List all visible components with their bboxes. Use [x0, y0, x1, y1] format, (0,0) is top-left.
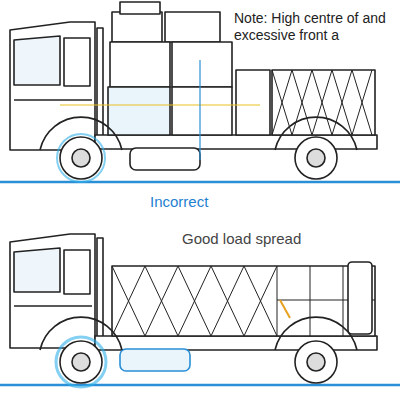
status-label: Incorrect	[150, 193, 270, 211]
status-label: Good load spread	[182, 230, 362, 248]
note-text: Note: High centre of and excessive front…	[234, 10, 386, 44]
